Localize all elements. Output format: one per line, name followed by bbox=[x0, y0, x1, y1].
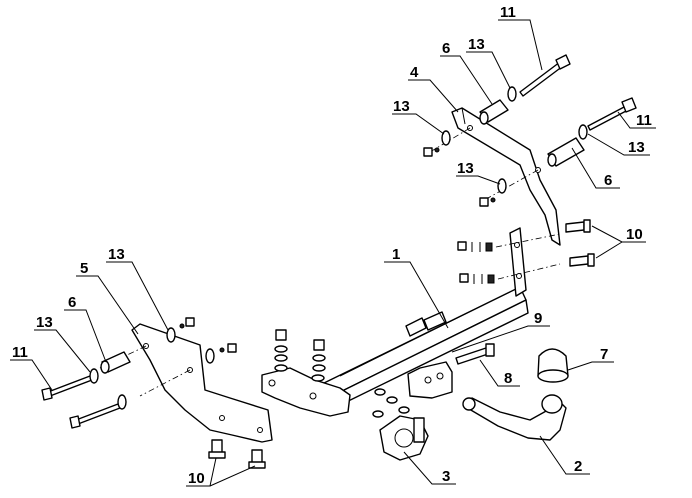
nuts bbox=[179, 147, 561, 353]
label-1: 1 bbox=[392, 246, 400, 263]
label-7: 7 bbox=[600, 346, 608, 363]
spacer-6-right bbox=[547, 137, 585, 167]
label-4: 4 bbox=[410, 64, 419, 81]
label-13-mid: 13 bbox=[457, 160, 474, 177]
washers-13 bbox=[89, 86, 588, 410]
label-11-top: 11 bbox=[500, 4, 516, 21]
label-3: 3 bbox=[442, 468, 450, 485]
spacer-6-left bbox=[100, 351, 131, 374]
ball-mount-flange bbox=[372, 361, 453, 418]
label-13-left-a: 13 bbox=[108, 246, 125, 263]
crossbar-fastener-stacks bbox=[274, 329, 326, 382]
bolt-8 bbox=[455, 343, 495, 365]
part-labels: 11 13 6 4 13 11 13 6 13 10 1 5 13 6 13 1… bbox=[12, 4, 652, 487]
label-5: 5 bbox=[80, 260, 88, 277]
label-10-right: 10 bbox=[626, 226, 643, 243]
label-2: 2 bbox=[574, 458, 582, 475]
socket-plate-3 bbox=[379, 415, 429, 461]
bolt-11-left-lower bbox=[69, 403, 121, 429]
label-6-top: 6 bbox=[442, 40, 450, 57]
tow-ball-neck-2 bbox=[462, 394, 567, 441]
side-bracket-5 bbox=[99, 323, 273, 443]
side-bracket-4 bbox=[429, 107, 561, 246]
spacer-6-top bbox=[479, 99, 509, 125]
label-13-upper-left: 13 bbox=[393, 98, 410, 115]
label-6-left: 6 bbox=[68, 294, 76, 311]
label-13-top: 13 bbox=[468, 36, 485, 53]
label-13-left-b: 13 bbox=[36, 314, 53, 331]
ball-cap-7 bbox=[537, 348, 569, 383]
left-end-plate bbox=[261, 367, 351, 417]
label-13-right: 13 bbox=[628, 139, 645, 156]
bolt-11-top bbox=[519, 54, 571, 97]
label-10-bottom: 10 bbox=[188, 470, 205, 487]
label-8: 8 bbox=[504, 370, 512, 387]
leader-lines bbox=[10, 19, 656, 487]
right-mounting-plate bbox=[509, 227, 527, 297]
label-6-right: 6 bbox=[604, 172, 612, 189]
bolt-11-right bbox=[587, 97, 637, 131]
label-11-left: 11 bbox=[12, 344, 28, 361]
tow-bar-crossmember bbox=[321, 286, 529, 411]
bolts-10-bottom bbox=[208, 439, 266, 469]
label-9: 9 bbox=[534, 310, 542, 327]
label-11-right: 11 bbox=[636, 112, 652, 129]
bolt-11-left-upper bbox=[41, 375, 93, 401]
bolts-10-right bbox=[565, 219, 595, 267]
